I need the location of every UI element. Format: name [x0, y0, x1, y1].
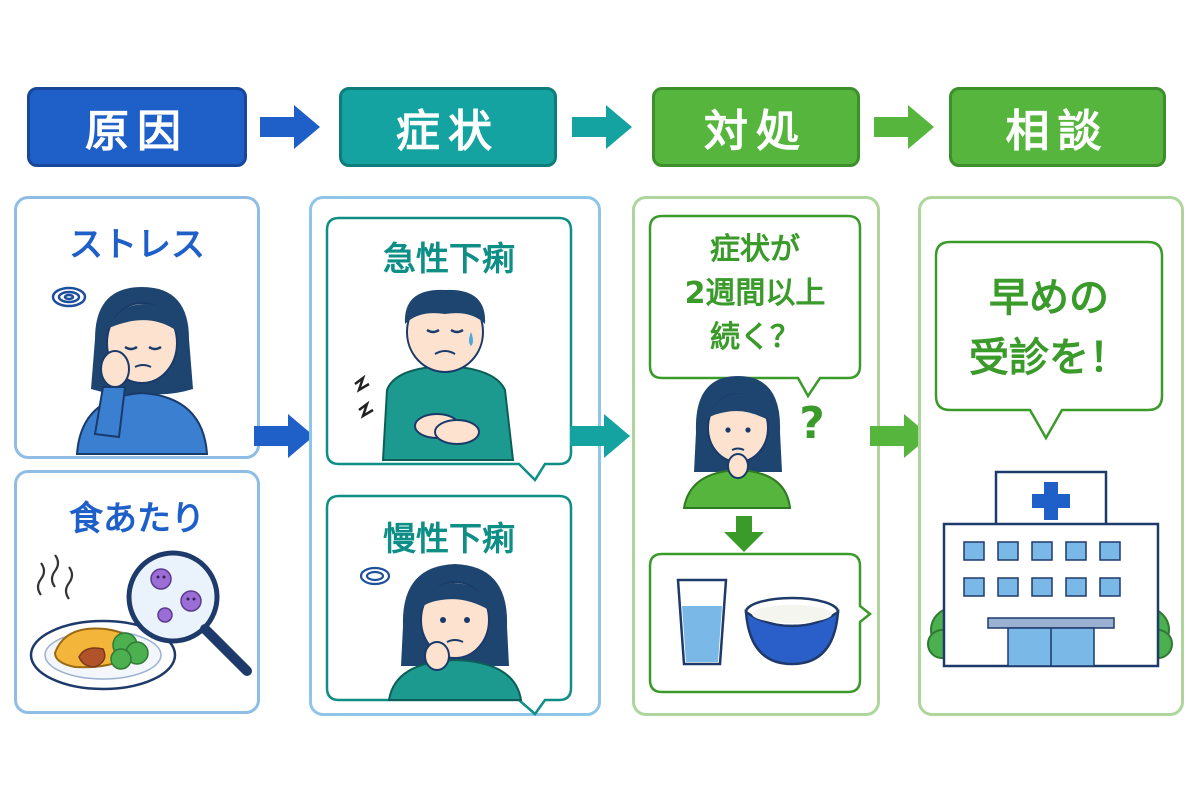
stress-label: ストレス [69, 225, 205, 265]
food-bacteria-icon [29, 550, 252, 691]
thinking-woman-icon [682, 376, 792, 509]
question-text: 症状が 2週間以上 続く？ [650, 228, 860, 360]
arrow-right-icon [570, 414, 630, 458]
step-action-header: 対処 [652, 87, 860, 167]
hospital-icon [927, 470, 1173, 668]
arrow-right-icon [572, 105, 632, 149]
question-line-2: 2週間以上 [684, 276, 826, 311]
advice-text: 早めの 受診を！ [936, 268, 1162, 388]
question-mark: ? [799, 398, 825, 449]
food-poisoning-label: 食あたり [69, 499, 205, 539]
arrow-down-icon [724, 516, 764, 552]
cause-food-panel: 食あたり [14, 470, 260, 714]
step-consult-header: 相談 [949, 87, 1166, 167]
arrow-right-icon [254, 414, 314, 458]
step-symptom-title: 症状 [396, 106, 500, 157]
cause-stress-panel: ストレス [14, 196, 260, 459]
chronic-diarrhea-label: 慢性下痢 [383, 519, 515, 558]
step-action-title: 対処 [704, 106, 808, 157]
advice-speech-bubble [934, 240, 1164, 441]
question-speech-bubble [648, 214, 862, 399]
arrow-right-icon [260, 105, 320, 149]
arrow-right-icon [870, 414, 930, 458]
arrow-right-icon [874, 105, 934, 149]
step-symptom-header: 症状 [339, 87, 557, 167]
stressed-woman-icon [51, 286, 209, 455]
step-cause-title: 原因 [85, 106, 189, 157]
advice-line-1: 早めの [989, 275, 1109, 321]
advice-line-2: 受診を！ [969, 335, 1129, 381]
worried-woman-icon [359, 564, 523, 701]
step-cause-header: 原因 [27, 87, 247, 167]
water-and-rice-porridge-icon [676, 578, 840, 666]
acute-diarrhea-label: 急性下痢 [383, 239, 515, 278]
question-line-1: 症状が [710, 232, 800, 267]
stomachache-man-icon [354, 289, 515, 461]
step-consult-title: 相談 [1005, 106, 1110, 157]
question-line-3: 続く？ [710, 320, 800, 355]
